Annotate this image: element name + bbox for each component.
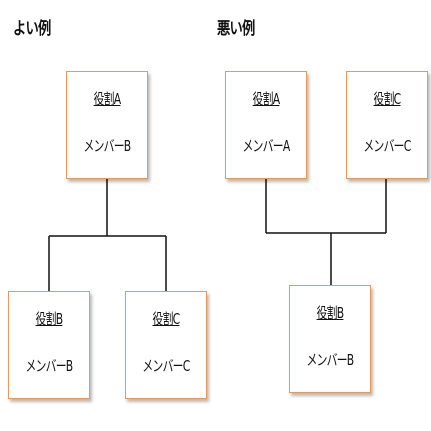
bad-bottom-node: 役割B メンバーB	[289, 285, 371, 393]
bad-example-heading: 悪い例	[217, 19, 255, 39]
node-role: 役割B	[316, 304, 345, 322]
good-bottom-left-node: 役割B メンバーB	[8, 291, 90, 399]
node-role: 役割C	[152, 310, 181, 328]
node-member: メンバーC	[142, 357, 190, 375]
node-member: メンバーB	[25, 357, 73, 375]
bad-top-left-node: 役割A メンバーA	[225, 71, 307, 179]
node-member: メンバーB	[306, 351, 354, 369]
good-example-heading: よい例	[13, 19, 51, 39]
bad-top-right-node: 役割C メンバーC	[346, 71, 428, 179]
node-member: メンバーA	[242, 137, 290, 155]
node-role: 役割A	[93, 90, 122, 108]
good-top-node: 役割A メンバーB	[66, 71, 148, 179]
node-role: 役割A	[252, 90, 281, 108]
node-role: 役割B	[35, 310, 64, 328]
node-role: 役割C	[373, 90, 402, 108]
node-member: メンバーC	[363, 137, 411, 155]
node-member: メンバーB	[83, 137, 131, 155]
good-bottom-right-node: 役割C メンバーC	[125, 291, 207, 399]
